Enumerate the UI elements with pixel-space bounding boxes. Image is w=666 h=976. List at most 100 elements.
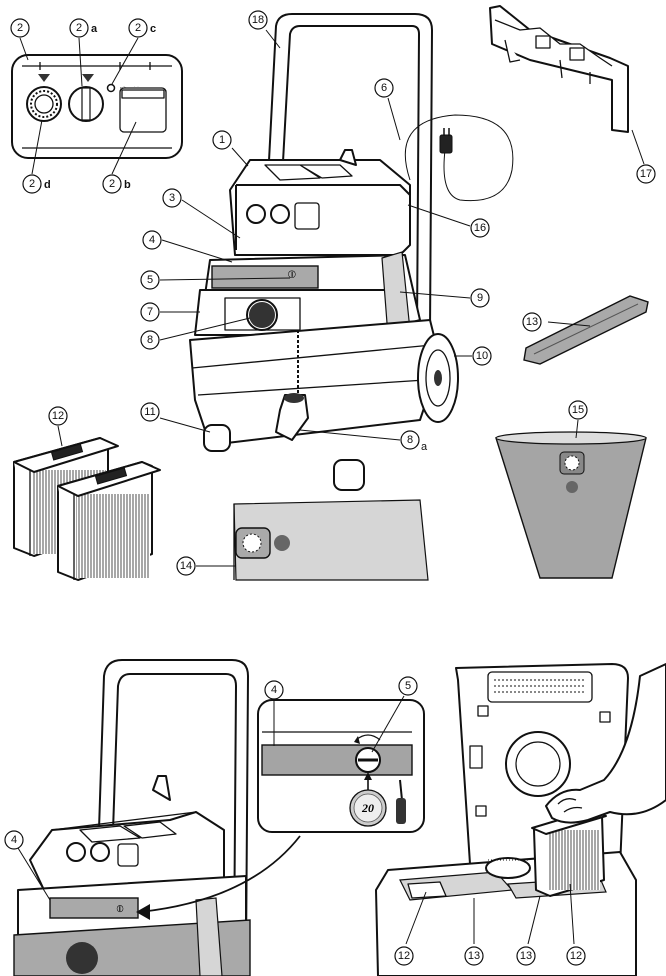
suffix-d: d	[44, 179, 51, 191]
callout-number: 3	[169, 192, 175, 204]
flat-filter-insert	[523, 295, 649, 365]
callout-circle	[176, 556, 196, 576]
callout-6: 6	[374, 78, 394, 98]
callout-circle	[69, 18, 89, 38]
bottom-left-figure: ⦶ 20	[13, 659, 425, 976]
callout-b13a: 13	[464, 946, 484, 966]
callout-11: 11	[140, 402, 160, 422]
callout-circle	[464, 946, 484, 966]
callout-circle	[248, 10, 268, 30]
callout-circle	[516, 946, 536, 966]
callout-13: 13	[522, 312, 542, 332]
callout-number: 4	[149, 234, 155, 246]
control-panel-detail: Filterreinigung	[11, 54, 183, 159]
callout-circle	[102, 174, 122, 194]
callout-number: 14	[180, 560, 192, 572]
callout-number: 12	[52, 410, 64, 422]
lock-symbol-small: ⦶	[115, 904, 123, 915]
callout-4: 4	[142, 230, 162, 250]
callout-circle	[470, 218, 490, 238]
callout-circle	[522, 312, 542, 332]
callout-14: 14	[176, 556, 196, 576]
callout-2c: 2	[128, 18, 148, 38]
callout-circle	[22, 174, 42, 194]
callout-circle	[566, 946, 586, 966]
callout-circle	[212, 130, 232, 150]
callout-2: 2	[10, 18, 30, 38]
callout-circle	[128, 18, 148, 38]
callout-circle	[398, 676, 418, 696]
callout-2b: 2	[102, 174, 122, 194]
callout-b4a: 4	[264, 680, 284, 700]
callout-b12a: 12	[394, 946, 414, 966]
callout-8a: 8	[400, 430, 420, 450]
callout-3: 3	[162, 188, 182, 208]
callout-number: 12	[398, 950, 410, 962]
callout-circle	[140, 302, 160, 322]
callout-circle	[470, 288, 490, 308]
filter-holder-part	[489, 5, 629, 133]
callout-b12b: 12	[566, 946, 586, 966]
callout-number: 13	[468, 950, 480, 962]
suffix-b: b	[124, 179, 131, 191]
callout-number: 2	[29, 178, 35, 190]
vacuum-main-drawing: ⦶	[189, 13, 514, 491]
callout-markers: 2 2 2 2 2 18 6 1 3 4 5 7 8 9 10 11 8 16 …	[4, 10, 656, 966]
lock-symbol: ⦶	[287, 268, 296, 281]
callout-circle	[48, 406, 68, 426]
callout-number: 6	[381, 82, 387, 94]
callout-number: 8	[147, 334, 153, 346]
callout-number: 2	[109, 178, 115, 190]
callout-circle	[140, 330, 160, 350]
callout-number: 8	[407, 434, 413, 446]
callout-5: 5	[140, 270, 160, 290]
callout-10: 10	[472, 346, 492, 366]
callout-number: 2	[76, 22, 82, 34]
callout-number: 13	[526, 316, 538, 328]
callout-circle	[4, 830, 24, 850]
callout-circle	[140, 270, 160, 290]
callout-circle	[374, 78, 394, 98]
callout-8: 8	[140, 330, 160, 350]
callout-circle	[140, 402, 160, 422]
callout-circle	[400, 430, 420, 450]
callout-18: 18	[248, 10, 268, 30]
filter-bag-cone	[495, 431, 647, 579]
callout-circle	[264, 680, 284, 700]
callout-number: 15	[572, 404, 584, 416]
callout-7: 7	[140, 302, 160, 322]
callout-number: 2	[17, 22, 23, 34]
callout-number: 7	[147, 306, 153, 318]
callout-circle	[10, 18, 30, 38]
coin-text: 20	[361, 801, 374, 815]
callout-number: 16	[474, 222, 486, 234]
leader-lines	[17, 29, 645, 945]
callout-circle	[394, 946, 414, 966]
callout-number: 12	[570, 950, 582, 962]
suffix-8a: a	[421, 441, 428, 453]
callout-number: 10	[476, 350, 488, 362]
suffix-a: a	[91, 23, 98, 35]
callout-16: 16	[470, 218, 490, 238]
suffix-c: c	[150, 23, 156, 35]
callout-1: 1	[212, 130, 232, 150]
callout-circle	[636, 164, 656, 184]
filter-bag-flat	[233, 499, 429, 581]
callout-17: 17	[636, 164, 656, 184]
callout-b4b: 4	[4, 830, 24, 850]
callout-number: 17	[640, 168, 652, 180]
callout-number: 1	[219, 134, 225, 146]
callout-b5: 5	[398, 676, 418, 696]
callout-2a: 2	[69, 18, 89, 38]
callout-number: 5	[147, 274, 153, 286]
callout-number: 2	[135, 22, 141, 34]
callout-number: 13	[520, 950, 532, 962]
callout-number: 11	[144, 406, 155, 418]
callout-b13b: 13	[516, 946, 536, 966]
callout-number: 5	[405, 680, 411, 692]
callout-circle	[472, 346, 492, 366]
filter-cartridges	[13, 437, 161, 581]
callout-number: 4	[271, 684, 277, 696]
bottom-right-figure	[375, 663, 666, 976]
callout-number: 18	[252, 14, 264, 26]
